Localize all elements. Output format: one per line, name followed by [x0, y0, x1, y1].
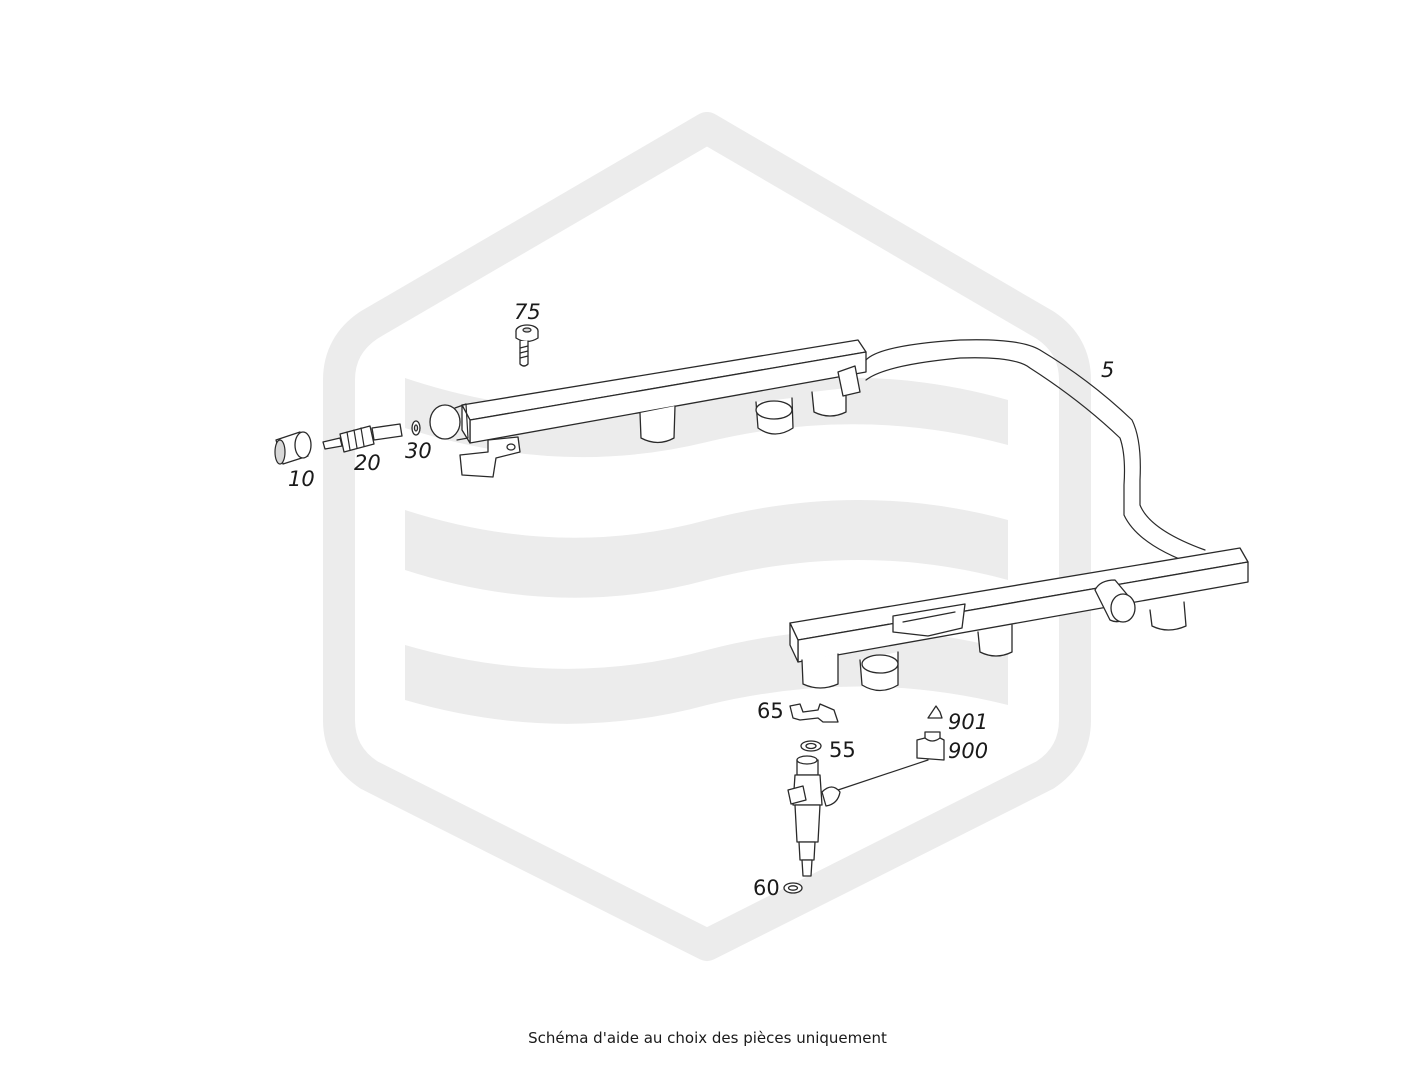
diagram-caption: Schéma d'aide au choix des pièces unique… — [528, 1029, 887, 1047]
callout-20[interactable]: 20 — [354, 451, 381, 475]
callout-901[interactable]: 901 — [948, 710, 988, 734]
connector-cap-part-901[interactable] — [927, 705, 943, 719]
callout-10[interactable]: 10 — [288, 467, 315, 491]
fuel-injector[interactable] — [787, 755, 929, 877]
cap-part-10[interactable] — [274, 431, 312, 465]
callout-30[interactable]: 30 — [405, 439, 432, 463]
fuel-rail-assembly[interactable] — [429, 339, 1249, 692]
callout-60[interactable]: 60 — [753, 876, 780, 900]
brand-logo-watermark — [323, 112, 1091, 961]
clip-part-65[interactable] — [789, 703, 839, 723]
seal-part-55[interactable] — [800, 740, 822, 752]
valve-part-20[interactable] — [322, 423, 403, 453]
callout-900[interactable]: 900 — [948, 739, 988, 763]
o-ring-part-60[interactable] — [783, 882, 803, 894]
callout-75[interactable]: 75 — [514, 300, 541, 324]
connector-part-900[interactable] — [916, 731, 945, 761]
callout-5[interactable]: 5 — [1101, 358, 1114, 382]
bolt-part-75[interactable] — [515, 324, 539, 367]
o-ring-part-30[interactable] — [411, 420, 421, 436]
callout-55[interactable]: 55 — [829, 738, 856, 762]
callout-65[interactable]: 65 — [757, 699, 784, 723]
